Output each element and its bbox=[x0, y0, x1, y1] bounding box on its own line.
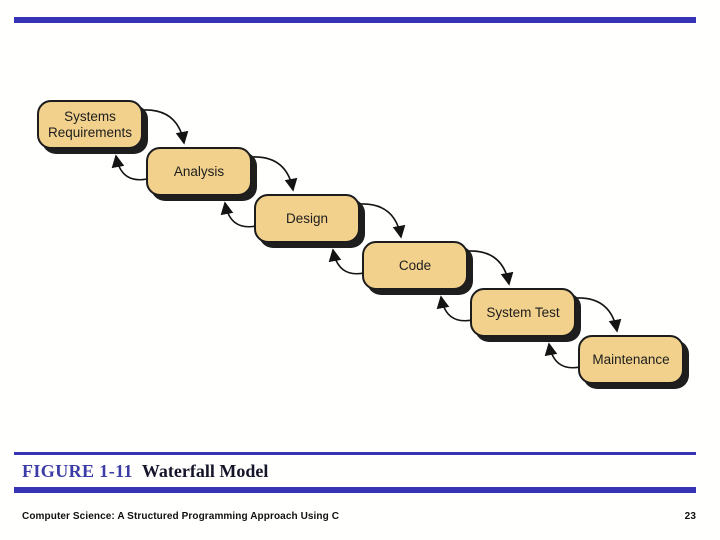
figure-caption: FIGURE 1-11 Waterfall Model bbox=[22, 461, 268, 482]
stage-label: Analysis bbox=[173, 163, 225, 179]
flow-arrow-feedback-2 bbox=[220, 201, 257, 228]
stage-label: Design bbox=[285, 210, 329, 226]
page-number: 23 bbox=[684, 511, 696, 522]
stage-box-systems-requirements: Systems Requirements bbox=[37, 100, 143, 149]
stage-box-design: Design bbox=[254, 194, 360, 243]
flow-arrow-feedback-5 bbox=[544, 342, 581, 369]
waterfall-diagram: Systems Requirements Analysis Design Cod… bbox=[0, 60, 720, 440]
top-accent-bar bbox=[14, 17, 696, 23]
stage-label: Systems Requirements bbox=[47, 109, 133, 140]
figure-title: Waterfall Model bbox=[141, 461, 269, 481]
caption-rule-top bbox=[14, 452, 696, 455]
stage-label: Maintenance bbox=[592, 351, 670, 367]
stage-box-code: Code bbox=[362, 241, 468, 290]
book-title: Computer Science: A Structured Programmi… bbox=[22, 511, 340, 522]
flow-arrow-feedback-1 bbox=[111, 154, 148, 181]
stage-label: Code bbox=[398, 257, 432, 273]
slide-footer: Computer Science: A Structured Programmi… bbox=[22, 511, 696, 522]
stage-label: System Test bbox=[486, 304, 560, 320]
stage-box-maintenance: Maintenance bbox=[578, 335, 684, 384]
figure-number: FIGURE 1-11 bbox=[22, 461, 133, 481]
caption-rule-bottom bbox=[14, 487, 696, 493]
flow-arrow-feedback-4 bbox=[436, 295, 473, 322]
flow-arrow-feedback-3 bbox=[328, 248, 365, 275]
stage-box-system-test: System Test bbox=[470, 288, 576, 337]
stage-box-analysis: Analysis bbox=[146, 147, 252, 196]
